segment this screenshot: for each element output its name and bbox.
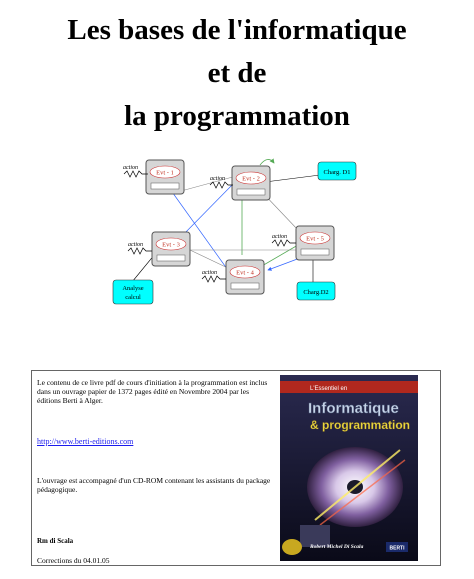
target-charg-d2: Charg.D2	[296, 281, 336, 301]
target-calcul-label: calcul	[125, 294, 141, 301]
action-label: action	[272, 234, 287, 240]
info-box: Le contenu de ce livre pdf de cours d'in…	[31, 370, 441, 566]
cover-author: Robert Michel Di Scala	[309, 544, 364, 550]
title-line-2: et de	[207, 57, 267, 89]
node-evt-4: Evt - 4 action	[201, 259, 265, 295]
action-label: action	[202, 270, 217, 276]
event-diagram: Evt - 1 action Evt - 2 action Evt - 3 ac…	[112, 158, 357, 305]
node-evt-1: Evt - 1 action	[123, 159, 185, 195]
cdrom-paragraph: L'ouvrage est accompagné d'un CD-ROM con…	[37, 476, 271, 494]
node-evt-5-label: Evt - 5	[306, 236, 324, 243]
target-charg-d1: Charg. D1	[317, 161, 357, 181]
node-evt-2: Evt - 2 action	[209, 165, 271, 201]
berti-link[interactable]: http://www.berti-editions.com	[37, 437, 134, 446]
action-label: action	[210, 176, 225, 182]
target-analyse-label: Analyse	[122, 285, 143, 292]
action-label: action	[128, 242, 143, 248]
target-charg-d1-label: Charg. D1	[324, 169, 351, 176]
node-evt-4-label: Evt - 4	[236, 270, 254, 277]
node-evt-2-label: Evt - 2	[242, 176, 260, 183]
book-cover: L'Essentiel en Informatique & programmat…	[280, 375, 418, 561]
node-evt-1-label: Evt - 1	[156, 170, 174, 177]
target-charg-d2-label: Charg.D2	[303, 289, 328, 296]
action-label: action	[123, 165, 138, 171]
author-name: Rm di Scala	[37, 537, 74, 545]
cover-title-2: & programmation	[310, 418, 410, 432]
diagram-connections	[131, 158, 321, 283]
title-line-3: la programmation	[124, 100, 350, 132]
target-analyse-calcul: Analyse calcul	[112, 279, 154, 305]
cover-series: L'Essentiel en	[310, 386, 347, 392]
node-evt-3: Evt - 3 action	[127, 231, 191, 267]
cover-publisher: BERTI	[390, 546, 406, 552]
cover-cd-art	[282, 447, 406, 555]
node-evt-5: Evt - 5 action	[271, 225, 335, 261]
title-line-1: Les bases de l'informatique	[67, 14, 407, 46]
corrections-note: Corrections du 04.01.05	[37, 556, 110, 565]
cover-title-1: Informatique	[308, 400, 399, 417]
intro-paragraph: Le contenu de ce livre pdf de cours d'in…	[37, 378, 268, 405]
node-evt-3-label: Evt - 3	[162, 242, 180, 249]
